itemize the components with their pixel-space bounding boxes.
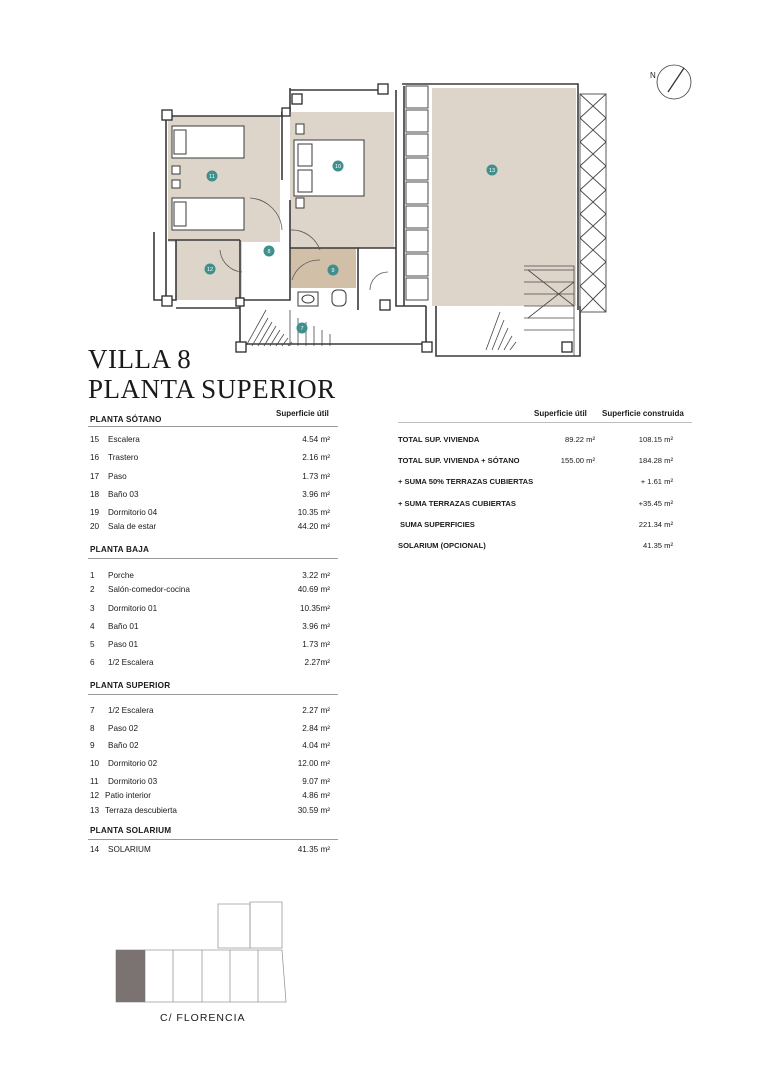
room-marker-12: [204, 263, 216, 275]
floor-plan: 7 8 9 10 11 12 13 N: [153, 64, 692, 357]
room-number-10: 10: [335, 164, 341, 170]
highlighted-unit: [116, 950, 145, 1002]
summary-row: + SUMA TERRAZAS CUBIERTAS+35.45 m²: [398, 499, 673, 508]
room-marker-7: [296, 322, 308, 334]
door-swings: [219, 197, 389, 291]
stairs: [245, 265, 575, 356]
room-marker-10: [332, 160, 344, 172]
section-rule: [88, 839, 338, 840]
page-title-line1: VILLA 8: [88, 344, 192, 374]
street-label: C/ FLORENCIA: [160, 1012, 246, 1024]
columns: [161, 83, 573, 353]
room-marker-8: [263, 245, 275, 257]
room-number-13: 13: [489, 168, 495, 174]
site-key-plan: [115, 901, 287, 1003]
room-marker-11: [206, 170, 218, 182]
room-marker-13: [486, 164, 498, 176]
section-rule: [88, 426, 338, 427]
pergola: [579, 93, 607, 313]
section-planta-solarium: PLANTA SOLARIUM: [90, 826, 172, 835]
section-planta-baja: PLANTA BAJA: [90, 545, 150, 554]
north-label: N: [650, 71, 656, 80]
summary-row: SOLARIUM (OPCIONAL)41.35 m²: [398, 541, 673, 550]
section-planta-superior: PLANTA SUPERIOR: [90, 681, 171, 690]
room-marker-9: [327, 264, 339, 276]
beds: [171, 125, 365, 231]
bath-fixtures: [295, 123, 347, 307]
room-number-9: 9: [331, 268, 334, 274]
right-col-header-util: Superficie útil: [534, 409, 587, 418]
room-number-11: 11: [209, 174, 215, 180]
room-markers: [204, 160, 498, 334]
summary-row: + SUMA 50% TERRAZAS CUBIERTAS+ 1.61 m²: [398, 477, 673, 486]
room-number-8: 8: [267, 249, 270, 255]
room-fills: [168, 88, 576, 306]
room-number-12: 12: [207, 267, 213, 273]
section-rule: [88, 558, 338, 559]
north-compass-icon: N: [650, 64, 692, 100]
left-col-header-util: Superficie útil: [276, 409, 329, 418]
planters: [405, 85, 429, 301]
right-table-rule: [398, 422, 692, 423]
section-rule: [88, 694, 338, 695]
section-planta-sotano: PLANTA SÓTANO: [90, 415, 162, 424]
right-col-header-construida: Superficie construida: [602, 409, 684, 418]
room-number-7: 7: [300, 326, 303, 332]
page-title-line2: PLANTA SUPERIOR: [88, 374, 336, 404]
